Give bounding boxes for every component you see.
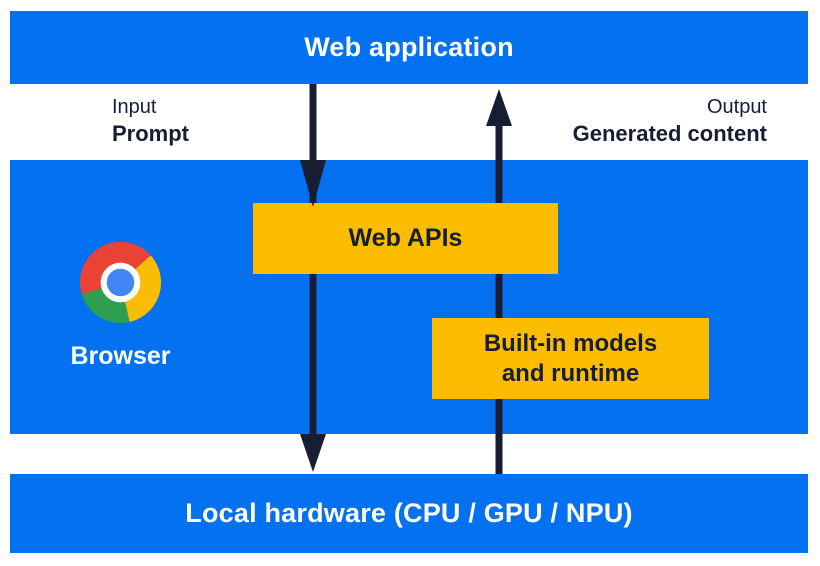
builtin-models-box: Built-in models and runtime	[432, 318, 709, 399]
chrome-logo-blue-center	[106, 268, 135, 297]
web-application-bar: Web application	[10, 11, 808, 84]
web-application-label: Web application	[304, 32, 514, 62]
output-value-label: Generated content	[572, 121, 767, 146]
web-apis-box: Web APIs	[253, 203, 558, 274]
builtin-models-label: Built-in models and runtime	[483, 329, 658, 387]
output-caption: Output	[706, 96, 767, 118]
local-hardware-bar: Local hardware (CPU / GPU / NPU)	[10, 474, 808, 553]
local-hardware-label: Local hardware (CPU / GPU / NPU)	[185, 498, 633, 528]
web-apis-label: Web APIs	[348, 224, 463, 252]
input-value-label: Prompt	[112, 121, 189, 146]
input-caption: Input	[112, 96, 157, 118]
down-arrowhead-to-hardware	[300, 434, 326, 472]
up-arrowhead-to-web-application	[486, 89, 512, 126]
browser-label: Browser	[70, 342, 171, 370]
chrome-logo-icon	[80, 242, 161, 323]
chrome-logo-yellow-segment	[120, 255, 161, 322]
